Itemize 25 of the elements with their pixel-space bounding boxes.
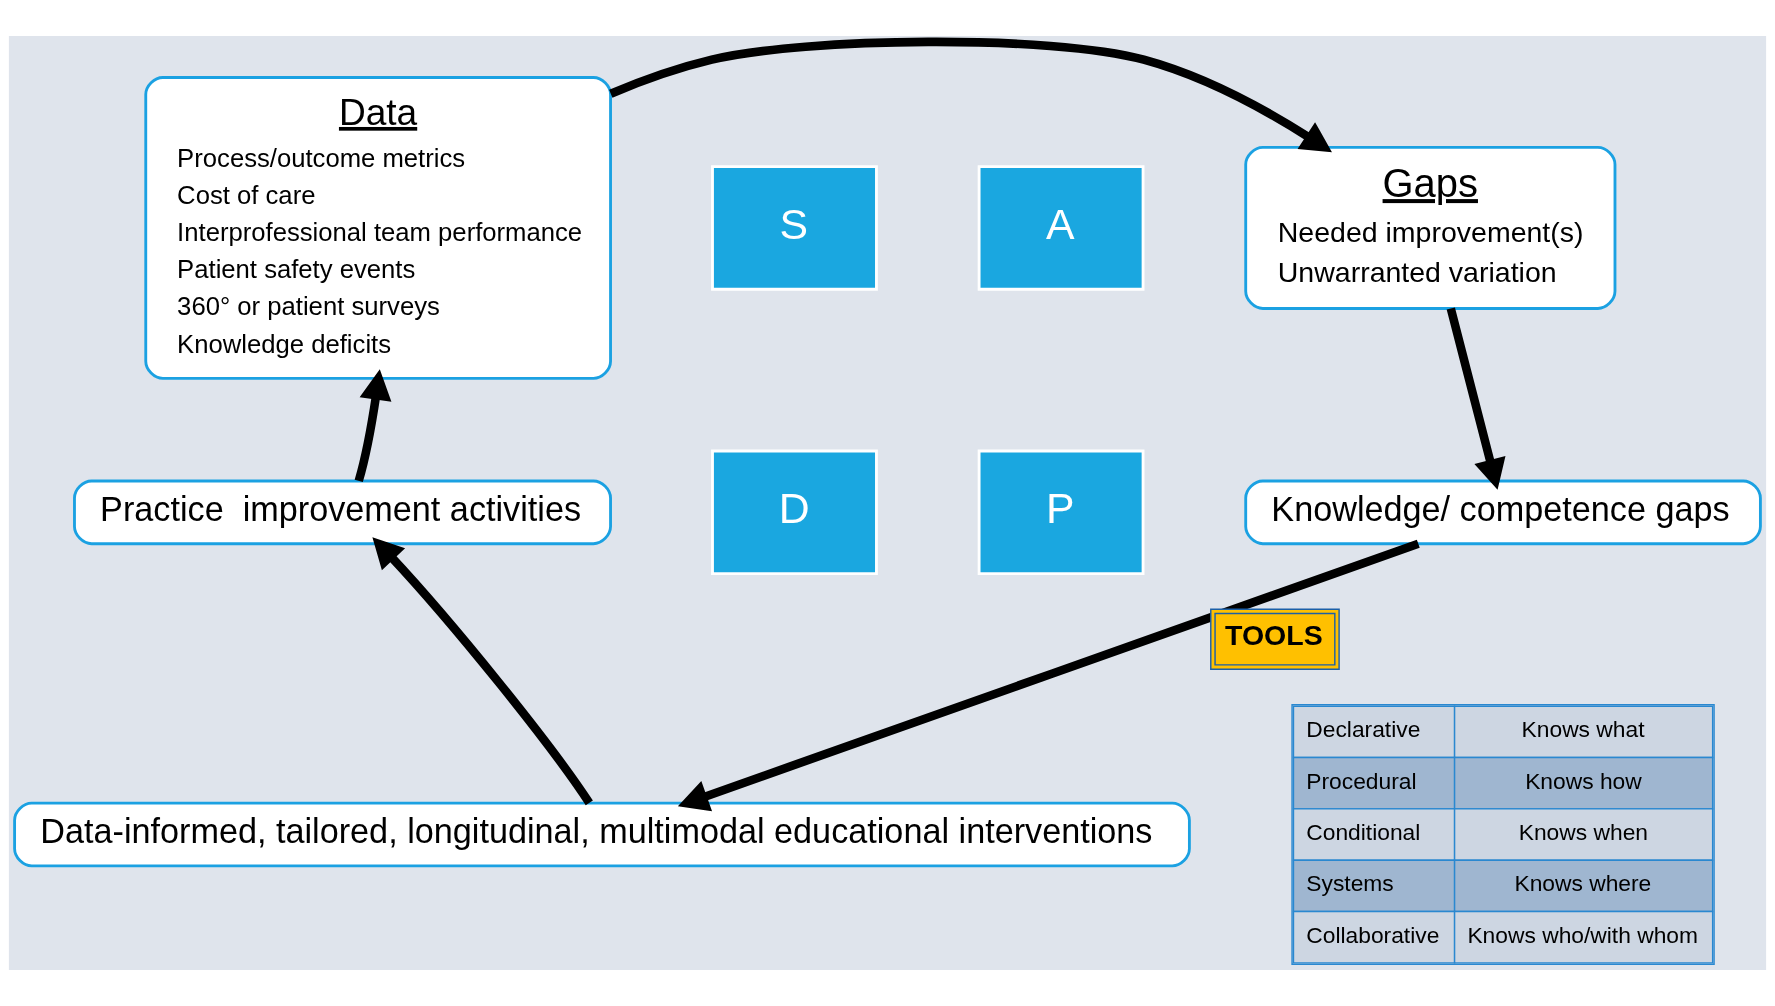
arrow xyxy=(677,539,1420,812)
node-box: Data-informed, tailored, longitudinal, multimodal educational interventions xyxy=(13,801,1191,868)
label: Declarative xyxy=(1306,716,1421,743)
label: Systems xyxy=(1306,870,1394,897)
node-box: Data Process/outcome metrics Cost of care Interprofessional team performance Patient safety events 360° or patient surveys Knowledge deficits xyxy=(144,76,612,380)
arrow xyxy=(609,37,1332,153)
label: Conditional xyxy=(1306,818,1421,845)
arrow xyxy=(372,537,593,806)
node-box: P xyxy=(977,449,1145,576)
edge-label: TOOLS xyxy=(1225,618,1323,651)
label: Knows when xyxy=(1518,818,1649,845)
node-box: D xyxy=(711,449,878,576)
node-box: S xyxy=(711,165,878,291)
node-box: Practice improvement activities xyxy=(73,479,612,546)
label: Knows who/with whom xyxy=(1467,921,1699,948)
label: Knows what xyxy=(1521,716,1645,743)
arrow xyxy=(1446,307,1506,490)
label: Procedural xyxy=(1306,767,1417,794)
label: Collaborative xyxy=(1306,921,1440,948)
arrow xyxy=(354,369,392,483)
label: Knows where xyxy=(1514,870,1652,897)
node-box: A xyxy=(977,165,1145,291)
node-box: Knowledge/ competence gaps xyxy=(1244,479,1762,546)
node-box: Gaps Needed improvement(s) Unwarranted variation xyxy=(1244,145,1617,310)
label: Knows how xyxy=(1525,767,1642,794)
